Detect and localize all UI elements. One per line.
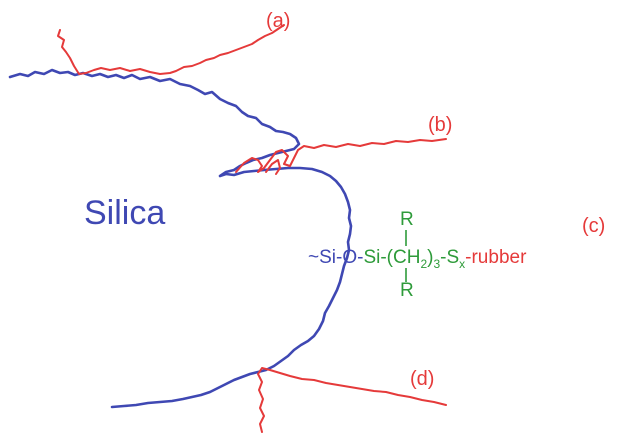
rubber-chain-b-loop xyxy=(265,159,281,175)
rubber-chain-d xyxy=(257,367,447,433)
formula-silicon: Si xyxy=(363,247,380,268)
label-a: (a) xyxy=(266,10,290,32)
silica-surface-outline xyxy=(8,68,353,409)
rubber-chain-a xyxy=(57,24,285,75)
formula-r-bottom: R xyxy=(400,280,414,301)
svg-text:~Si-O-Si-(CH2)3-Sx-rubber: ~Si-O-Si-(CH2)3-Sx-rubber xyxy=(308,247,527,271)
formula-sulfur: -S xyxy=(440,247,459,268)
label-d: (d) xyxy=(410,368,434,390)
formula-subscript-3: 3 xyxy=(433,257,440,271)
formula-r-top: R xyxy=(400,209,414,230)
formula-chain-close: ) xyxy=(427,247,433,268)
formula-subscript-x: x xyxy=(459,257,465,271)
label-c: (c) xyxy=(582,215,605,237)
silica-label: Silica xyxy=(84,194,165,232)
label-b: (b) xyxy=(428,114,452,136)
formula-propyl-chain: -(CH xyxy=(380,247,420,268)
formula-silica-oxygen: ~Si-O- xyxy=(308,247,363,268)
rubber-chain-b xyxy=(235,138,447,173)
silane-formula: ~Si-O-Si-(CH2)3-Sx-rubber R R xyxy=(308,209,527,301)
formula-rubber: -rubber xyxy=(465,247,527,268)
formula-subscript-2: 2 xyxy=(420,257,427,271)
